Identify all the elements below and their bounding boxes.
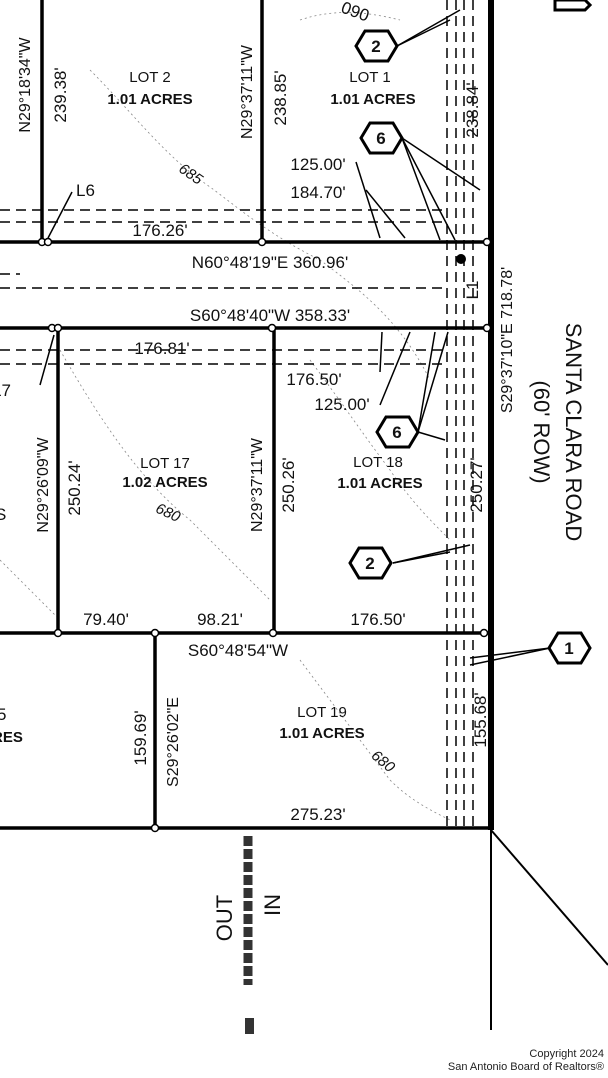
- contour-680-bottom: 680: [368, 747, 399, 777]
- driveway-in: IN: [260, 894, 285, 916]
- corner-pins: [37, 237, 492, 833]
- dim-155-68: 155.68': [471, 692, 490, 747]
- dim-250-27: 250.27': [467, 457, 486, 512]
- driveway-end: [245, 1018, 254, 1034]
- label-090: 090: [339, 0, 372, 25]
- road-name: SANTA CLARA ROAD: [561, 323, 586, 541]
- tag-2-top: 2: [354, 29, 399, 63]
- dim-125-top: 125.00': [290, 155, 345, 174]
- lot-partial-acres: RES: [0, 729, 23, 746]
- tag-6-top: 6: [359, 121, 404, 155]
- lot2-name: LOT 2: [129, 69, 170, 86]
- tag-1-label: 1: [564, 639, 573, 658]
- dim-176-26: 176.26': [132, 221, 187, 240]
- tag-partial-top: [553, 0, 593, 12]
- dim-s60-358-33: S60°48'40"W 358.33': [190, 306, 350, 325]
- dim-79-40: 79.40': [83, 610, 129, 629]
- lot1-name: LOT 1: [349, 69, 390, 86]
- dim-184-70: 184.70': [290, 183, 345, 202]
- control-point: [456, 254, 466, 264]
- dim-239-38: 239.38': [51, 67, 70, 122]
- copyright-watermark: Copyright 2024 San Antonio Board of Real…: [448, 1048, 604, 1074]
- dim-238-84: 238.84': [463, 82, 482, 137]
- lot17-acres: 1.02 ACRES: [122, 474, 207, 491]
- dim-s60-48-54: S60°48'54"W: [188, 641, 288, 660]
- brg-n29-37-11-top: N29°37'11"W: [239, 44, 256, 139]
- contour-680-mid: 680: [153, 500, 183, 526]
- tag-2-top-label: 2: [371, 37, 380, 56]
- lot17-name: LOT 17: [140, 455, 190, 472]
- dim-125-mid: 125.00': [314, 395, 369, 414]
- label-l7: L7: [0, 381, 11, 400]
- dim-275-23: 275.23': [290, 805, 345, 824]
- tag-6-mid: 6: [375, 415, 420, 449]
- lot18-acres: 1.01 ACRES: [337, 475, 422, 492]
- contour-lines: [0, 12, 451, 821]
- dim-176-81: 176.81': [134, 339, 189, 358]
- leader-lines: [39, 9, 551, 666]
- contour-685: 685: [175, 160, 206, 189]
- tag-2-mid-label: 2: [365, 554, 374, 573]
- tag-6-top-label: 6: [376, 129, 385, 148]
- dim-250-24: 250.24': [65, 460, 84, 515]
- tag-6-mid-label: 6: [392, 423, 401, 442]
- label-l1: L1: [463, 281, 482, 300]
- copyright-board: San Antonio Board of Realtors®: [447, 1061, 604, 1073]
- label-l6: L6: [76, 181, 95, 200]
- lot19-name: LOT 19: [297, 704, 347, 721]
- tag-2-mid: 2: [348, 546, 393, 580]
- lot-boundaries: [0, 0, 608, 1030]
- lot18-name: LOT 18: [353, 454, 403, 471]
- brg-s29-26-02: S29°26'02"E: [165, 697, 182, 787]
- brg-n29-37-11-mid: N29°37'11"W: [249, 437, 266, 532]
- driveway-out: OUT: [212, 895, 237, 941]
- copyright-year: Copyright 2024: [529, 1048, 604, 1060]
- lot-partial-letter: S: [0, 505, 6, 524]
- brg-n29-18-34: N29°18'34"W: [17, 37, 34, 133]
- brg-n29-26-09: N29°26'09"W: [35, 437, 52, 533]
- lot-partial-number: 5: [0, 705, 6, 724]
- road-row: (60' ROW): [529, 380, 554, 483]
- dim-238-85: 238.85': [271, 70, 290, 125]
- dim-98-21: 98.21': [197, 610, 243, 629]
- dim-176-50-mid: 176.50': [286, 370, 341, 389]
- tag-1: 1: [547, 631, 592, 665]
- dim-250-26: 250.26': [279, 457, 298, 512]
- lot2-acres: 1.01 ACRES: [107, 91, 192, 108]
- lot1-acres: 1.01 ACRES: [330, 91, 415, 108]
- lot19-acres: 1.01 ACRES: [279, 725, 364, 742]
- dim-176-50-bottom: 176.50': [350, 610, 405, 629]
- dim-159-69: 159.69': [131, 710, 150, 765]
- brg-s29-37-10-718: S29°37'10"E 718.78': [499, 267, 516, 413]
- dim-n60-360-96: N60°48'19"E 360.96': [192, 253, 348, 272]
- easement-lines: [0, 0, 474, 830]
